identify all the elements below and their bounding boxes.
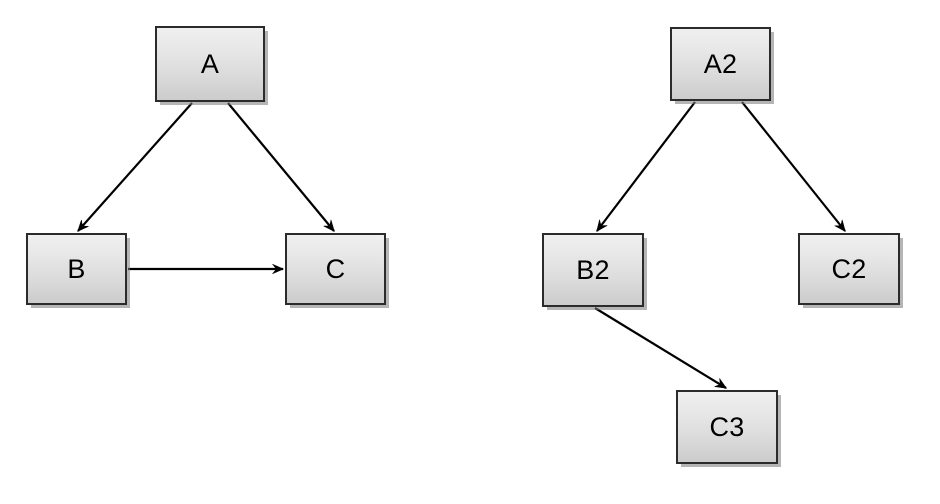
node-b[interactable]: B xyxy=(26,233,127,305)
node-b2[interactable]: B2 xyxy=(542,233,644,307)
node-a[interactable]: A xyxy=(155,26,265,102)
node-c3[interactable]: C3 xyxy=(676,390,778,464)
node-label-c3: C3 xyxy=(709,411,745,442)
edge-a-to-c xyxy=(227,102,335,232)
node-label-b2: B2 xyxy=(576,254,610,285)
node-c2[interactable]: C2 xyxy=(798,233,900,305)
edge-a2-to-b2 xyxy=(596,101,696,232)
node-label-a2: A2 xyxy=(703,48,738,79)
node-label-c: C xyxy=(325,253,346,284)
edge-a-to-b xyxy=(77,102,193,232)
node-label-b: B xyxy=(67,253,86,284)
edges-group xyxy=(77,101,846,389)
node-a2[interactable]: A2 xyxy=(670,27,771,101)
node-label-a: A xyxy=(200,48,220,79)
node-c[interactable]: C xyxy=(285,233,386,305)
edge-a2-to-c2 xyxy=(741,101,846,232)
node-label-c2: C2 xyxy=(831,253,867,284)
edge-b2-to-c3 xyxy=(594,307,728,389)
